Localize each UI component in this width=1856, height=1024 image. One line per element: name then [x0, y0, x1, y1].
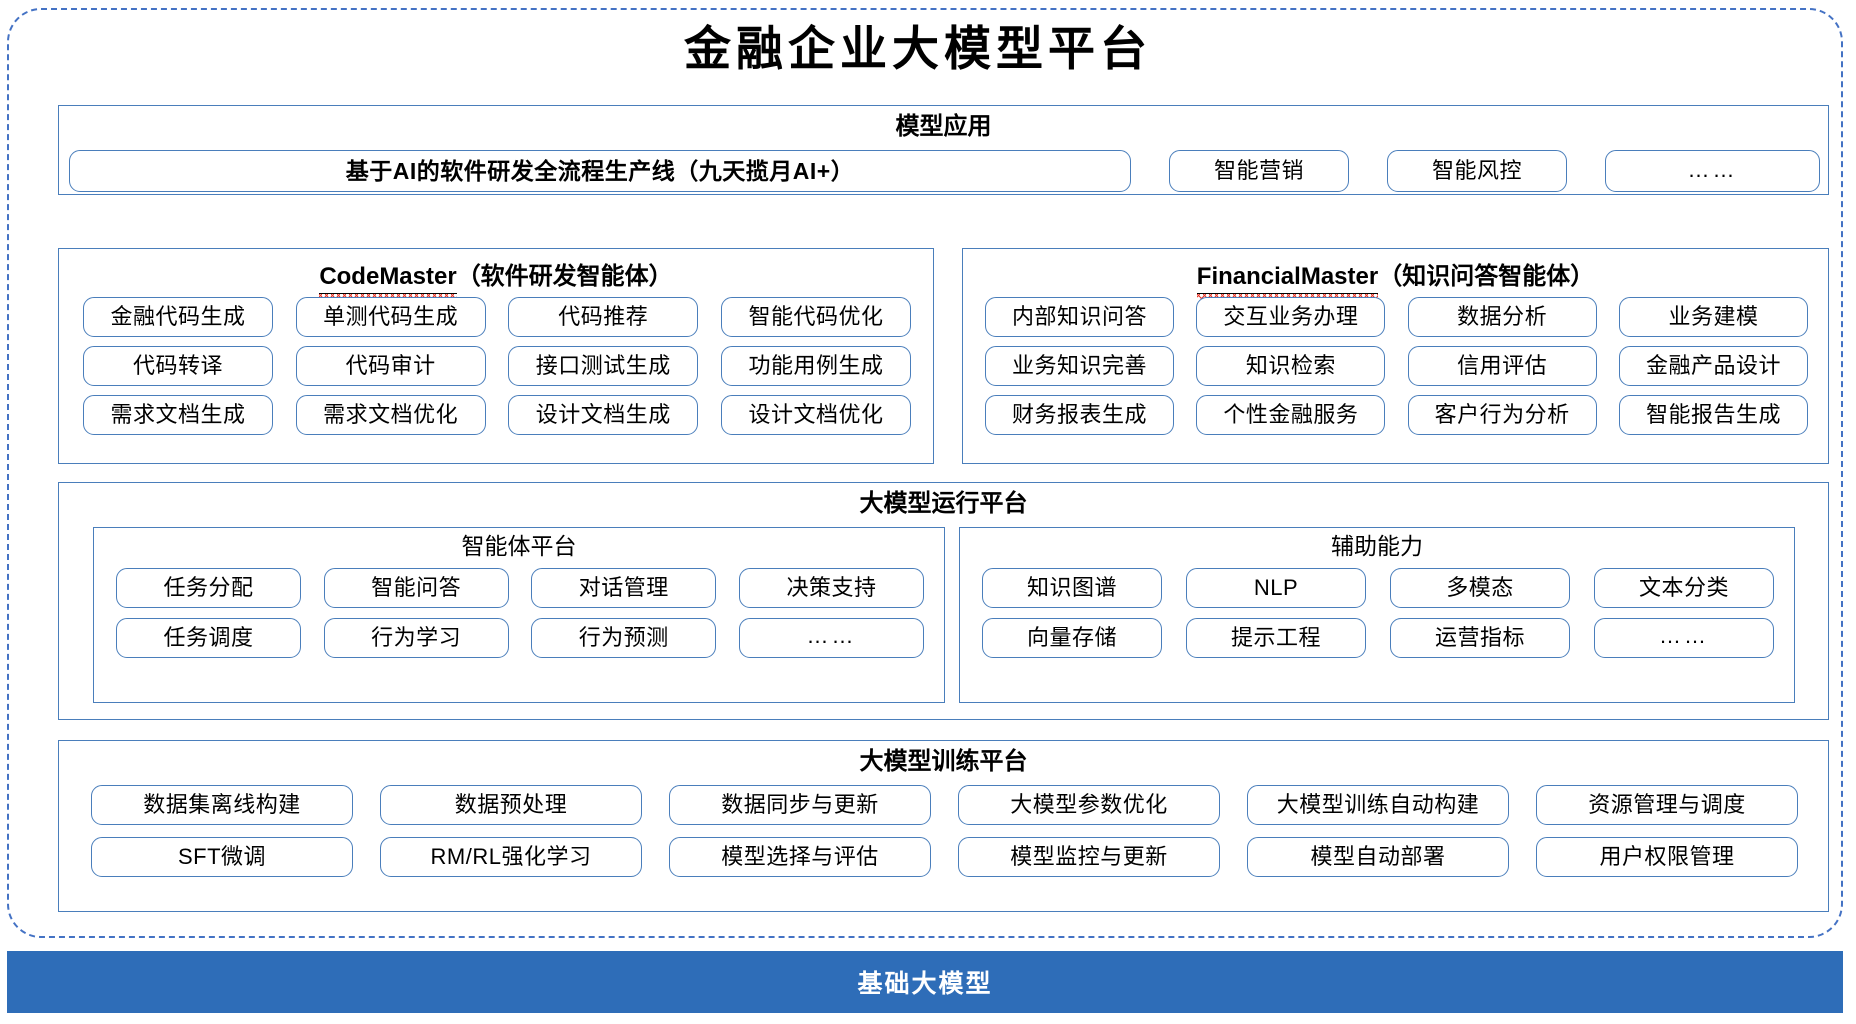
- chip-multimodal[interactable]: 多模态: [1390, 568, 1570, 608]
- chip-sft-finetune[interactable]: SFT微调: [91, 837, 353, 877]
- subpanel-auxiliary-capability-title: 辅助能力: [1331, 533, 1423, 559]
- chip-business-knowledge-improve[interactable]: 业务知识完善: [985, 346, 1174, 386]
- chip-text-classification[interactable]: 文本分类: [1594, 568, 1774, 608]
- chip-customer-behavior-analysis[interactable]: 客户行为分析: [1407, 395, 1597, 435]
- chip-code-gen-finance[interactable]: 金融代码生成: [83, 297, 273, 337]
- chip-model-auto-deploy[interactable]: 模型自动部署: [1247, 837, 1509, 877]
- chip-nlp[interactable]: NLP: [1186, 568, 1366, 608]
- auxiliary-capability-grid: 知识图谱 NLP 多模态 文本分类 向量存储 提示工程 运营指标 ……: [982, 568, 1774, 658]
- chip-task-scheduling[interactable]: 任务调度: [116, 618, 301, 658]
- chip-api-test-gen[interactable]: 接口测试生成: [508, 346, 699, 386]
- chip-training-auto-build[interactable]: 大模型训练自动构建: [1247, 785, 1509, 825]
- chip-design-doc-optimize[interactable]: 设计文档优化: [720, 395, 911, 435]
- section-model-application-title: 模型应用: [895, 113, 992, 140]
- section-runtime-platform-title: 大模型运行平台: [859, 490, 1028, 517]
- chip-row: 内部知识问答 交互业务办理 数据分析 业务建模: [985, 297, 1808, 337]
- chip-function-case-gen[interactable]: 功能用例生成: [720, 346, 911, 386]
- chip-row: 财务报表生成 个性金融服务 客户行为分析 智能报告生成: [985, 395, 1808, 435]
- financial-master-suffix: （知识问答智能体）: [1378, 263, 1595, 290]
- chip-interactive-business[interactable]: 交互业务办理: [1196, 297, 1386, 337]
- page-title: 金融企业大模型平台: [684, 24, 1152, 76]
- section-runtime-platform: 大模型运行平台 智能体平台 任务分配 智能问答 对话管理 决策支持 任务调度 行…: [58, 482, 1829, 720]
- chip-vector-storage[interactable]: 向量存储: [982, 618, 1162, 658]
- base-model-bar: 基础大模型: [7, 951, 1843, 1013]
- chip-row: 任务分配 智能问答 对话管理 决策支持: [116, 568, 924, 608]
- section-financial-master: FinancialMaster（知识问答智能体） 内部知识问答 交互业务办理 数…: [962, 248, 1829, 464]
- chip-smart-qa[interactable]: 智能问答: [323, 568, 509, 608]
- chip-task-allocation[interactable]: 任务分配: [116, 568, 301, 608]
- chip-dataset-offline-build[interactable]: 数据集离线构建: [91, 785, 353, 825]
- chip-smart-risk-control[interactable]: 智能风控: [1387, 150, 1567, 192]
- chip-requirement-doc-gen[interactable]: 需求文档生成: [83, 395, 273, 435]
- chip-requirement-doc-optimize[interactable]: 需求文档优化: [295, 395, 486, 435]
- chip-row: 代码转译 代码审计 接口测试生成 功能用例生成: [83, 346, 911, 386]
- section-training-platform-title: 大模型训练平台: [859, 748, 1028, 775]
- chip-row: 知识图谱 NLP 多模态 文本分类: [982, 568, 1774, 608]
- code-master-grid: 金融代码生成 单测代码生成 代码推荐 智能代码优化 代码转译 代码审计 接口测试…: [83, 297, 911, 435]
- chip-smart-report-gen[interactable]: 智能报告生成: [1618, 395, 1808, 435]
- platform-frame: [7, 8, 1843, 938]
- section-model-application: 模型应用 基于AI的软件研发全流程生产线（九天揽月AI+） 智能营销 智能风控 …: [58, 105, 1829, 195]
- chip-row: 金融代码生成 单测代码生成 代码推荐 智能代码优化: [83, 297, 911, 337]
- section-code-master-title: CodeMaster（软件研发智能体）: [59, 256, 933, 299]
- financial-master-grid: 内部知识问答 交互业务办理 数据分析 业务建模 业务知识完善 知识检索 信用评估…: [985, 297, 1808, 435]
- chip-behavior-prediction[interactable]: 行为预测: [531, 618, 717, 658]
- chip-row: SFT微调 RM/RL强化学习 模型选择与评估 模型监控与更新 模型自动部署 用…: [91, 837, 1798, 877]
- chip-financial-statement-gen[interactable]: 财务报表生成: [985, 395, 1174, 435]
- chip-smart-code-optimize[interactable]: 智能代码优化: [720, 297, 911, 337]
- base-model-label: 基础大模型: [857, 970, 993, 998]
- code-master-suffix: （软件研发智能体）: [456, 263, 673, 290]
- chip-ai-dev-pipeline[interactable]: 基于AI的软件研发全流程生产线（九天揽月AI+）: [69, 150, 1131, 192]
- section-code-master: CodeMaster（软件研发智能体） 金融代码生成 单测代码生成 代码推荐 智…: [58, 248, 934, 464]
- chip-resource-management-scheduling[interactable]: 资源管理与调度: [1536, 785, 1798, 825]
- chip-data-analysis[interactable]: 数据分析: [1407, 297, 1597, 337]
- chip-code-audit[interactable]: 代码审计: [295, 346, 486, 386]
- chip-row: 业务知识完善 知识检索 信用评估 金融产品设计: [985, 346, 1808, 386]
- subpanel-auxiliary-capability: 辅助能力 知识图谱 NLP 多模态 文本分类 向量存储 提示工程 运营指标 ……: [959, 527, 1795, 703]
- chip-credit-assessment[interactable]: 信用评估: [1407, 346, 1597, 386]
- chip-financial-product-design[interactable]: 金融产品设计: [1618, 346, 1808, 386]
- chip-prompt-engineering[interactable]: 提示工程: [1186, 618, 1366, 658]
- chip-code-translate[interactable]: 代码转译: [83, 346, 273, 386]
- chip-knowledge-retrieval[interactable]: 知识检索: [1196, 346, 1386, 386]
- chip-decision-support[interactable]: 决策支持: [738, 568, 924, 608]
- code-master-name: CodeMaster: [319, 263, 458, 299]
- chip-model-monitor-update[interactable]: 模型监控与更新: [958, 837, 1220, 877]
- chip-operation-metrics[interactable]: 运营指标: [1390, 618, 1570, 658]
- chip-row: 向量存储 提示工程 运营指标 ……: [982, 618, 1774, 658]
- subpanel-agent-platform: 智能体平台 任务分配 智能问答 对话管理 决策支持 任务调度 行为学习 行为预测…: [93, 527, 945, 703]
- chip-more-auxiliary-capabilities[interactable]: ……: [1594, 618, 1774, 658]
- chip-personalized-finance-service[interactable]: 个性金融服务: [1196, 395, 1386, 435]
- chip-internal-knowledge-qa[interactable]: 内部知识问答: [985, 297, 1174, 337]
- training-platform-grid: 数据集离线构建 数据预处理 数据同步与更新 大模型参数优化 大模型训练自动构建 …: [91, 785, 1798, 877]
- chip-data-sync-update[interactable]: 数据同步与更新: [669, 785, 931, 825]
- section-financial-master-title: FinancialMaster（知识问答智能体）: [963, 256, 1828, 299]
- section-training-platform: 大模型训练平台 数据集离线构建 数据预处理 数据同步与更新 大模型参数优化 大模…: [58, 740, 1829, 912]
- chip-unit-test-code-gen[interactable]: 单测代码生成: [295, 297, 486, 337]
- chip-code-recommend[interactable]: 代码推荐: [508, 297, 699, 337]
- chip-row: 数据集离线构建 数据预处理 数据同步与更新 大模型参数优化 大模型训练自动构建 …: [91, 785, 1798, 825]
- chip-smart-marketing[interactable]: 智能营销: [1169, 150, 1349, 192]
- chip-model-selection-evaluation[interactable]: 模型选择与评估: [669, 837, 931, 877]
- chip-design-doc-gen[interactable]: 设计文档生成: [508, 395, 699, 435]
- chip-more-applications[interactable]: ……: [1605, 150, 1820, 192]
- chip-row: 任务调度 行为学习 行为预测 ……: [116, 618, 924, 658]
- financial-master-name: FinancialMaster: [1196, 263, 1379, 299]
- chip-behavior-learning[interactable]: 行为学习: [323, 618, 509, 658]
- chip-data-preprocessing[interactable]: 数据预处理: [380, 785, 642, 825]
- chip-knowledge-graph[interactable]: 知识图谱: [982, 568, 1162, 608]
- model-application-chip-row: 基于AI的软件研发全流程生产线（九天揽月AI+） 智能营销 智能风控 ……: [69, 150, 1820, 192]
- chip-more-agent-capabilities[interactable]: ……: [738, 618, 924, 658]
- chip-model-param-optimize[interactable]: 大模型参数优化: [958, 785, 1220, 825]
- chip-dialog-management[interactable]: 对话管理: [531, 568, 717, 608]
- chip-row: 需求文档生成 需求文档优化 设计文档生成 设计文档优化: [83, 395, 911, 435]
- subpanel-agent-platform-title: 智能体平台: [461, 533, 577, 559]
- chip-business-modeling[interactable]: 业务建模: [1618, 297, 1808, 337]
- agent-platform-grid: 任务分配 智能问答 对话管理 决策支持 任务调度 行为学习 行为预测 ……: [116, 568, 924, 658]
- chip-user-permission-management[interactable]: 用户权限管理: [1536, 837, 1798, 877]
- chip-rm-rl-reinforcement-learning[interactable]: RM/RL强化学习: [380, 837, 642, 877]
